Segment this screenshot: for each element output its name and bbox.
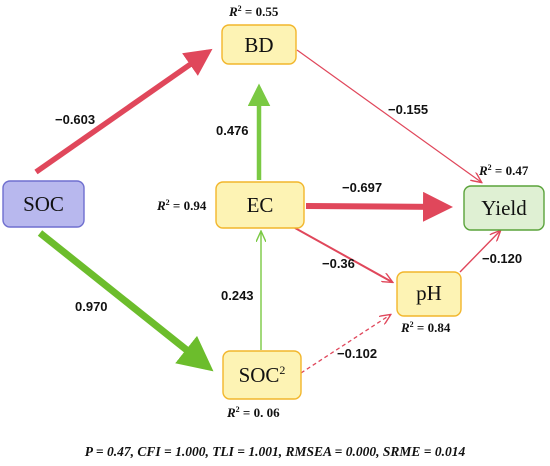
arrow-ph-yield — [459, 231, 500, 273]
arrow-soc-bd — [34, 48, 213, 175]
r2-ph: R2 = 0.84 — [400, 320, 451, 335]
coef-ec-bd: 0.476 — [216, 123, 249, 138]
svg-text:BD: BD — [244, 33, 273, 57]
svg-text:SOC2: SOC2 — [239, 363, 286, 387]
node-bd: BD — [221, 24, 297, 65]
coef-soc-bd: −0.603 — [55, 112, 95, 127]
svg-text:SOC: SOC — [23, 192, 64, 216]
svg-text:pH: pH — [416, 281, 442, 305]
r2-soc2: R2 = 0. 06 — [226, 405, 280, 420]
arrow-soc2-ph — [300, 315, 390, 374]
coef-soc2-ec: 0.243 — [221, 288, 254, 303]
coef-ph-yield: −0.120 — [482, 251, 522, 266]
node-yield: Yield — [463, 185, 545, 231]
coef-bd-yield: −0.155 — [388, 102, 428, 117]
node-soc: SOC — [2, 180, 85, 228]
arrow-bd-yield — [296, 49, 481, 182]
r2-bd: R2 = 0.55 — [228, 4, 279, 19]
arrow-soc-soc2 — [37, 230, 214, 372]
coef-soc-soc2: 0.970 — [75, 299, 108, 314]
r2-yield: R2 = 0.47 — [478, 163, 529, 178]
arrow-ec-yield — [305, 191, 453, 222]
node-soc2: SOC2 — [222, 350, 302, 400]
svg-text:Yield: Yield — [481, 196, 527, 220]
fit-statistics: P = 0.47, CFI = 1.000, TLI = 1.001, RMSE… — [85, 444, 466, 459]
svg-text:EC: EC — [247, 193, 274, 217]
node-ph: pH — [396, 271, 462, 317]
coef-ec-ph: −0.36 — [322, 256, 355, 271]
arrow-ec-ph — [294, 227, 392, 282]
coef-soc2-ph: −0.102 — [337, 346, 377, 361]
r2-ec: R2 = 0.94 — [156, 198, 207, 213]
coef-ec-yield: −0.697 — [342, 180, 382, 195]
node-ec: EC — [215, 181, 305, 229]
